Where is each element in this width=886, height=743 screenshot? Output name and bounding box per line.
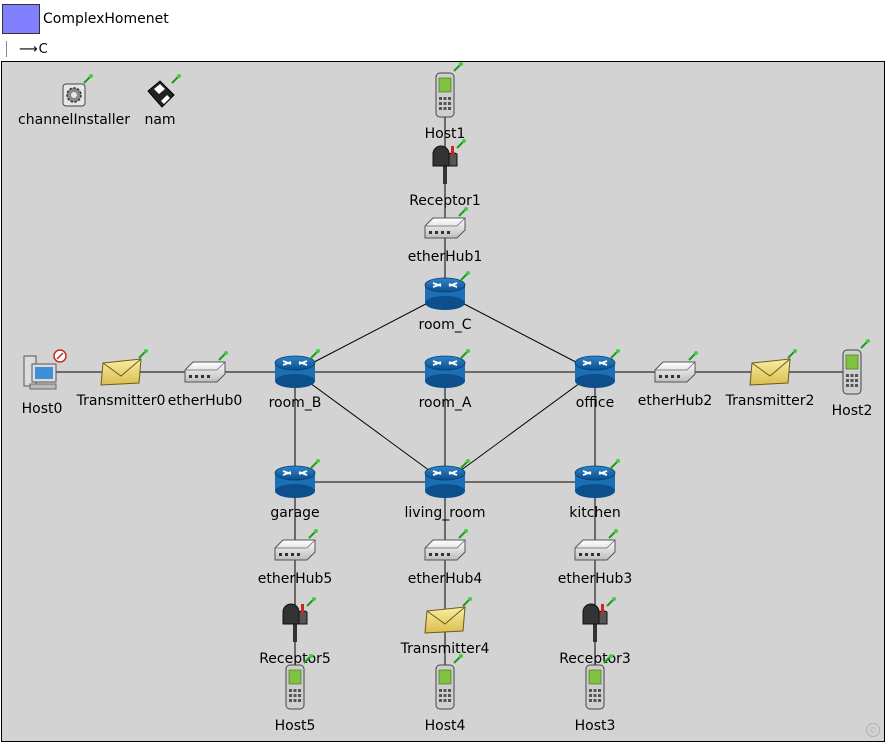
divider (6, 41, 7, 57)
node-label: room_C (419, 317, 472, 333)
node-label: channelInstaller (18, 112, 130, 128)
node-label: Receptor5 (259, 651, 331, 667)
link-office-living_room (444, 371, 596, 483)
network-title: ComplexHomenet (43, 11, 169, 27)
node-Transmitter4[interactable]: Transmitter4 (400, 597, 490, 657)
node-room_B[interactable]: room_B (269, 349, 322, 411)
node-label: room_B (269, 395, 322, 411)
node-label: etherHub3 (558, 571, 633, 587)
phone-icon (435, 62, 463, 118)
envelope-icon (100, 349, 148, 386)
node-label: etherHub0 (168, 393, 243, 409)
router-icon (274, 349, 320, 388)
type-indicator: ⟶ C (6, 40, 48, 58)
node-label: Host4 (425, 718, 466, 734)
node-Host4[interactable]: Host4 (425, 654, 466, 734)
floppy-icon (147, 74, 181, 108)
mailbox-icon (282, 597, 316, 642)
router-icon (424, 349, 470, 388)
node-label: Transmitter4 (400, 641, 490, 657)
phone-icon (842, 339, 870, 395)
mailbox-icon (432, 139, 466, 184)
node-label: Receptor3 (559, 651, 631, 667)
link-room_B-living_room (294, 371, 446, 483)
node-label: Transmitter0 (76, 393, 166, 409)
node-label: Transmitter2 (725, 393, 815, 409)
node-room_A[interactable]: room_A (419, 349, 472, 411)
node-etherHub5[interactable]: etherHub5 (258, 529, 333, 587)
node-room_C[interactable]: room_C (419, 271, 472, 333)
node-label: Host1 (425, 126, 466, 142)
node-Host0[interactable]: Host0 (22, 349, 67, 417)
node-kitchen[interactable]: kitchen (569, 459, 621, 521)
network-color-swatch (2, 4, 40, 34)
node-Transmitter2[interactable]: Transmitter2 (725, 349, 815, 409)
node-Host1[interactable]: Host1 (425, 62, 466, 142)
node-nam[interactable]: nam (144, 74, 181, 128)
router-icon (574, 349, 620, 388)
node-garage[interactable]: garage (270, 459, 320, 521)
node-label: nam (144, 112, 175, 128)
node-label: etherHub1 (408, 249, 483, 265)
node-Receptor3[interactable]: Receptor3 (559, 597, 631, 667)
node-label: etherHub2 (638, 393, 713, 409)
phone-icon (285, 654, 313, 710)
router-icon (274, 459, 320, 498)
node-office[interactable]: office (574, 349, 620, 411)
phone-icon (585, 654, 613, 710)
node-etherHub4[interactable]: etherHub4 (408, 529, 483, 587)
envelope-icon (749, 349, 797, 386)
hub-icon (574, 529, 618, 561)
node-Host3[interactable]: Host3 (575, 654, 616, 734)
link-room_C-office (444, 293, 596, 373)
router-icon (574, 459, 620, 498)
phone-icon (435, 654, 463, 710)
envelope-icon (424, 597, 472, 634)
node-label: Host2 (832, 403, 873, 419)
node-label: garage (270, 505, 319, 521)
link-room_C-room_B (294, 293, 446, 373)
mailbox-icon (582, 597, 616, 642)
node-Receptor5[interactable]: Receptor5 (259, 597, 331, 667)
node-channelInstaller[interactable]: channelInstaller (18, 74, 130, 128)
node-label: Host5 (275, 718, 316, 734)
node-label: Host3 (575, 718, 616, 734)
node-Transmitter0[interactable]: Transmitter0 (76, 349, 166, 409)
node-label: etherHub5 (258, 571, 333, 587)
node-etherHub0[interactable]: etherHub0 (168, 351, 243, 409)
node-Receptor1[interactable]: Receptor1 (409, 139, 481, 209)
node-label: etherHub4 (408, 571, 483, 587)
desktop-pc-icon (23, 349, 67, 390)
gear-icon (62, 74, 93, 107)
node-label: kitchen (569, 505, 621, 521)
node-label: office (576, 395, 614, 411)
type-label: C (38, 41, 48, 57)
node-label: living_room (405, 505, 486, 521)
hub-icon (424, 207, 468, 239)
hub-icon (424, 529, 468, 561)
hub-icon (184, 351, 228, 383)
node-living_room[interactable]: living_room (405, 459, 486, 521)
node-Host5[interactable]: Host5 (275, 654, 316, 734)
router-icon (424, 459, 470, 498)
node-etherHub2[interactable]: etherHub2 (638, 351, 713, 409)
node-etherHub3[interactable]: etherHub3 (558, 529, 633, 587)
node-label: Receptor1 (409, 193, 481, 209)
node-etherHub1[interactable]: etherHub1 (408, 207, 483, 265)
hub-icon (654, 351, 698, 383)
node-Host2[interactable]: Host2 (832, 339, 873, 419)
node-label: Host0 (22, 401, 63, 417)
node-label: room_A (419, 395, 472, 411)
copyright-icon: © (866, 723, 880, 737)
hub-icon (274, 529, 318, 561)
router-icon (424, 271, 470, 310)
arrow-right-icon: ⟶ (19, 41, 38, 57)
